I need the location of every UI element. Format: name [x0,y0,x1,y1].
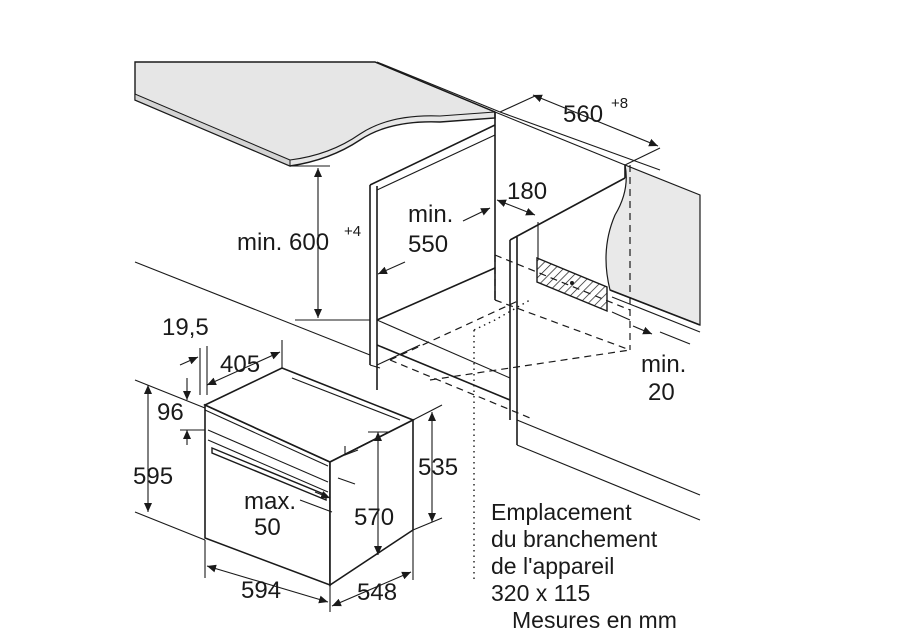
label-min-20: min. [641,351,686,378]
label-560-tolerance: +8 [611,95,628,112]
label-595: 595 [133,463,173,490]
label-20: 20 [648,379,675,406]
label-19-5: 19,5 [162,314,209,341]
label-600-tolerance: +4 [344,223,361,240]
note-line-1: Emplacement [491,499,632,525]
note-line-3: de l'appareil [491,553,614,579]
label-550: 550 [408,231,448,258]
note-line-4: 320 x 115 [491,580,590,606]
label-594: 594 [241,577,281,604]
dimension-labels: 560 +8 min. 600 +4 min. 550 180 min. 20 … [133,95,686,606]
countertop [134,61,496,167]
label-535: 535 [418,454,458,481]
label-min-550: min. [408,201,453,228]
oven [203,367,415,587]
label-405: 405 [220,351,260,378]
units-note: Mesures en mm [512,607,677,633]
label-max: max. [244,488,296,515]
label-570: 570 [354,504,394,531]
label-96: 96 [157,399,184,426]
label-560: 560 [563,101,603,128]
oven-handle [211,446,327,502]
note-line-2: du branchement [491,526,658,552]
label-50: 50 [254,514,281,541]
label-548: 548 [357,579,397,606]
label-min-600: min. 600 [237,229,329,256]
connection-area [536,222,608,313]
label-180: 180 [507,178,547,205]
wall-panel [605,164,701,333]
dimension-lines [134,94,691,612]
connection-note: Emplacement du branchement de l'appareil… [491,499,677,633]
